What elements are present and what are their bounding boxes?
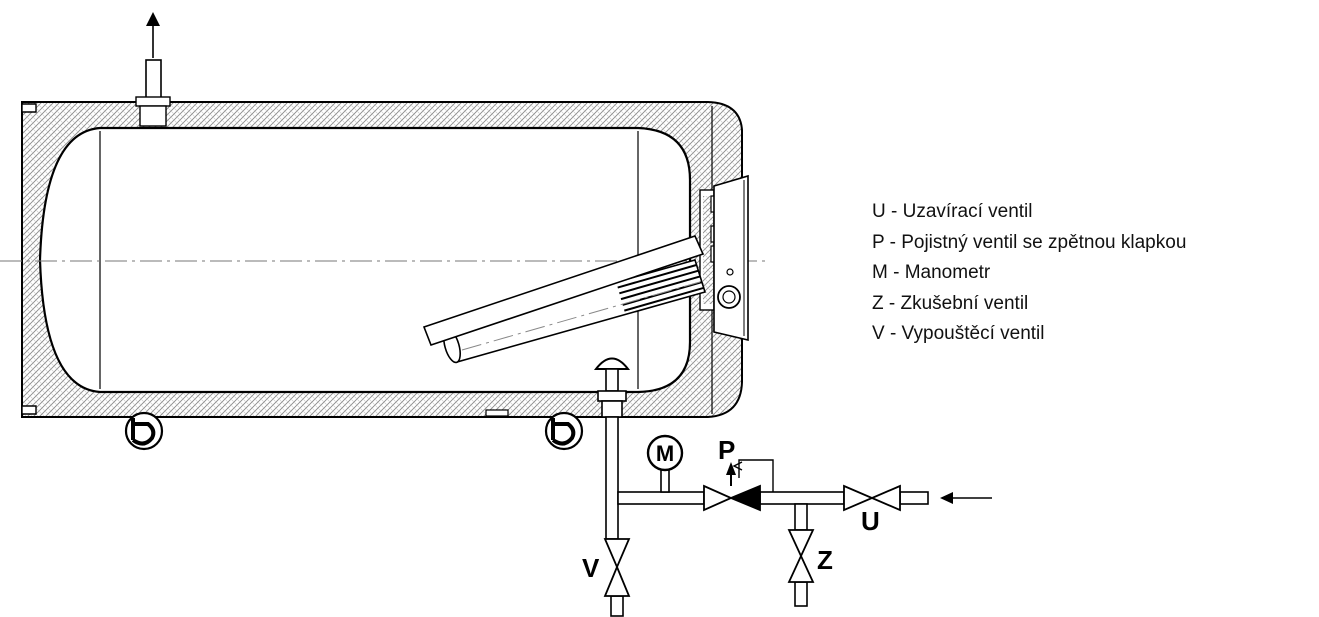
element-axis [461,281,701,351]
piping [605,416,992,617]
test-outlet-pipe [794,581,808,607]
inner-tank [38,126,692,394]
test-valve: Z [787,529,833,583]
inlet-socket [601,400,623,418]
legend-item-safety: P - Pojistný ventil se zpětnou klapkou [872,231,1187,253]
drain-valve-label: V [582,553,600,583]
shutoff-valve-label: U [861,506,880,536]
drain-valve-cone-top [603,538,631,570]
safety-valve: P [703,435,774,512]
legend-item-test: Z - Zkušební ventil [872,292,1029,314]
legend-item-shutoff: U - Uzavírací ventil [872,201,1033,222]
vertical-pipe [605,416,619,540]
legend-item-drain: V - Vypouštěcí ventil [872,323,1045,344]
inlet-pipe [899,491,929,505]
electrical-cover [713,174,749,342]
outlet-flange [135,96,171,107]
heater-assembly [422,174,749,364]
test-valve-label: Z [817,545,833,575]
legend: U - Uzavírací ventil P - Pojistný ventil… [872,197,1186,350]
safety-valve-check-cone [728,484,761,512]
inlet-arrowhead [940,492,953,504]
indicator-light [726,268,734,276]
cold-inlet [593,357,631,418]
horizontal-pipe-middle [759,491,845,505]
tank-feet [124,411,584,451]
gauge-stem [660,468,670,493]
safety-valve-label: P [718,435,735,465]
outlet-arrowhead [146,12,160,26]
bottom-tab [485,409,509,417]
test-branch-pipe [794,503,808,531]
test-valve-cone-top [787,529,815,559]
manometer: M [646,434,684,472]
safety-valve-relief-arrow [726,462,736,475]
anode-rod [422,235,705,347]
casing-clip-bottom [21,405,37,415]
legend-item-manometer: M - Manometr [872,262,991,283]
shutoff-valve-cone-left [843,484,875,512]
shutoff-valve-cone-right [869,484,901,512]
hot-water-outlet [145,12,162,109]
drain-outlet-pipe [610,595,624,617]
safety-valve-inlet-cone [703,484,734,512]
horizontal-pipe-left [617,491,705,505]
outlet-socket [139,105,167,127]
shutoff-valve: U [843,484,901,536]
test-valve-cone-bottom [787,553,815,583]
drain-valve-cone-bottom [603,564,631,597]
inlet-deflector [593,357,631,370]
casing-clip-top [21,103,37,113]
manometer-dial [646,434,684,472]
tank-shell [38,126,692,394]
manometer-label: M [656,441,674,466]
inlet-tube [605,368,619,392]
inlet-flange [597,390,627,402]
drain-valve: V [582,538,631,597]
